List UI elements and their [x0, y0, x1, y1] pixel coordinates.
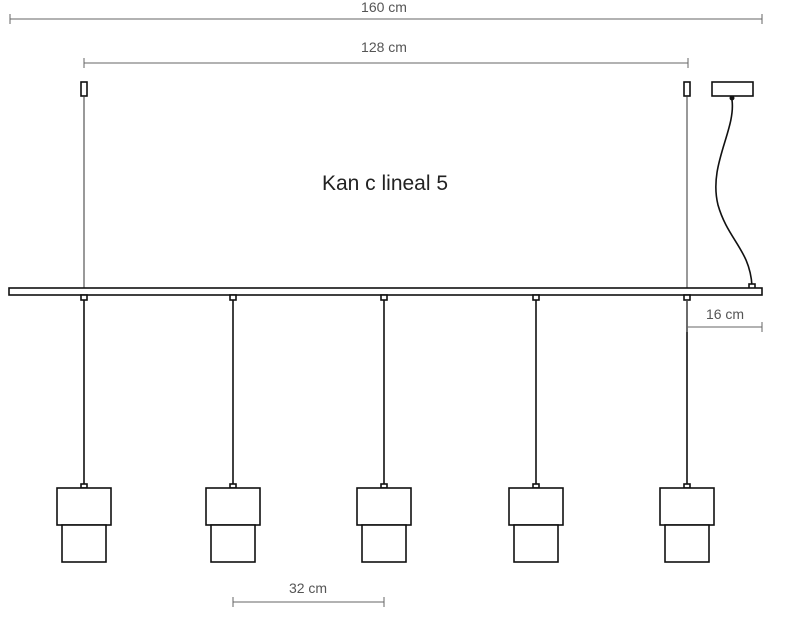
- pendant-3: [356, 294, 412, 563]
- shade-lower: [361, 524, 407, 563]
- horizontal-bar: [8, 287, 763, 296]
- power-cord: [715, 99, 753, 287]
- suspension-spacing-label: 128 cm: [361, 39, 407, 55]
- pendant-mount: [532, 294, 540, 301]
- dimension-suspension-spacing: 128 cm: [83, 39, 689, 68]
- pendant-mount: [229, 294, 237, 301]
- dimension-offset: 16 cm: [686, 300, 763, 332]
- shade-lower: [61, 524, 107, 563]
- shade-upper: [659, 487, 715, 526]
- shade-upper: [508, 487, 564, 526]
- offset-label: 16 cm: [706, 306, 744, 322]
- right-ceiling-anchor: [683, 81, 691, 97]
- dimension-overall-width: 160 cm: [9, 0, 763, 24]
- product-title: Kan c lineal 5: [322, 172, 448, 195]
- ceiling-canopy: [711, 81, 754, 97]
- pendant-mount: [80, 294, 88, 301]
- dimension-pendant-spacing: 32 cm: [232, 580, 385, 607]
- pendant-spacing-label: 32 cm: [289, 580, 327, 596]
- shade-upper: [56, 487, 112, 526]
- pendant-mount: [380, 294, 388, 301]
- pendant-1: [56, 294, 112, 563]
- shade-upper: [205, 487, 261, 526]
- canopy-connector: [729, 95, 735, 101]
- shade-lower: [513, 524, 559, 563]
- left-ceiling-anchor: [80, 81, 88, 97]
- shade-upper: [356, 487, 412, 526]
- pendant-4: [508, 294, 564, 563]
- shade-lower: [210, 524, 256, 563]
- shade-lower: [664, 524, 710, 563]
- pendant-2: [205, 294, 261, 563]
- pendant-mount: [683, 294, 691, 301]
- pendant-5: [659, 294, 715, 563]
- overall-width-label: 160 cm: [361, 0, 407, 15]
